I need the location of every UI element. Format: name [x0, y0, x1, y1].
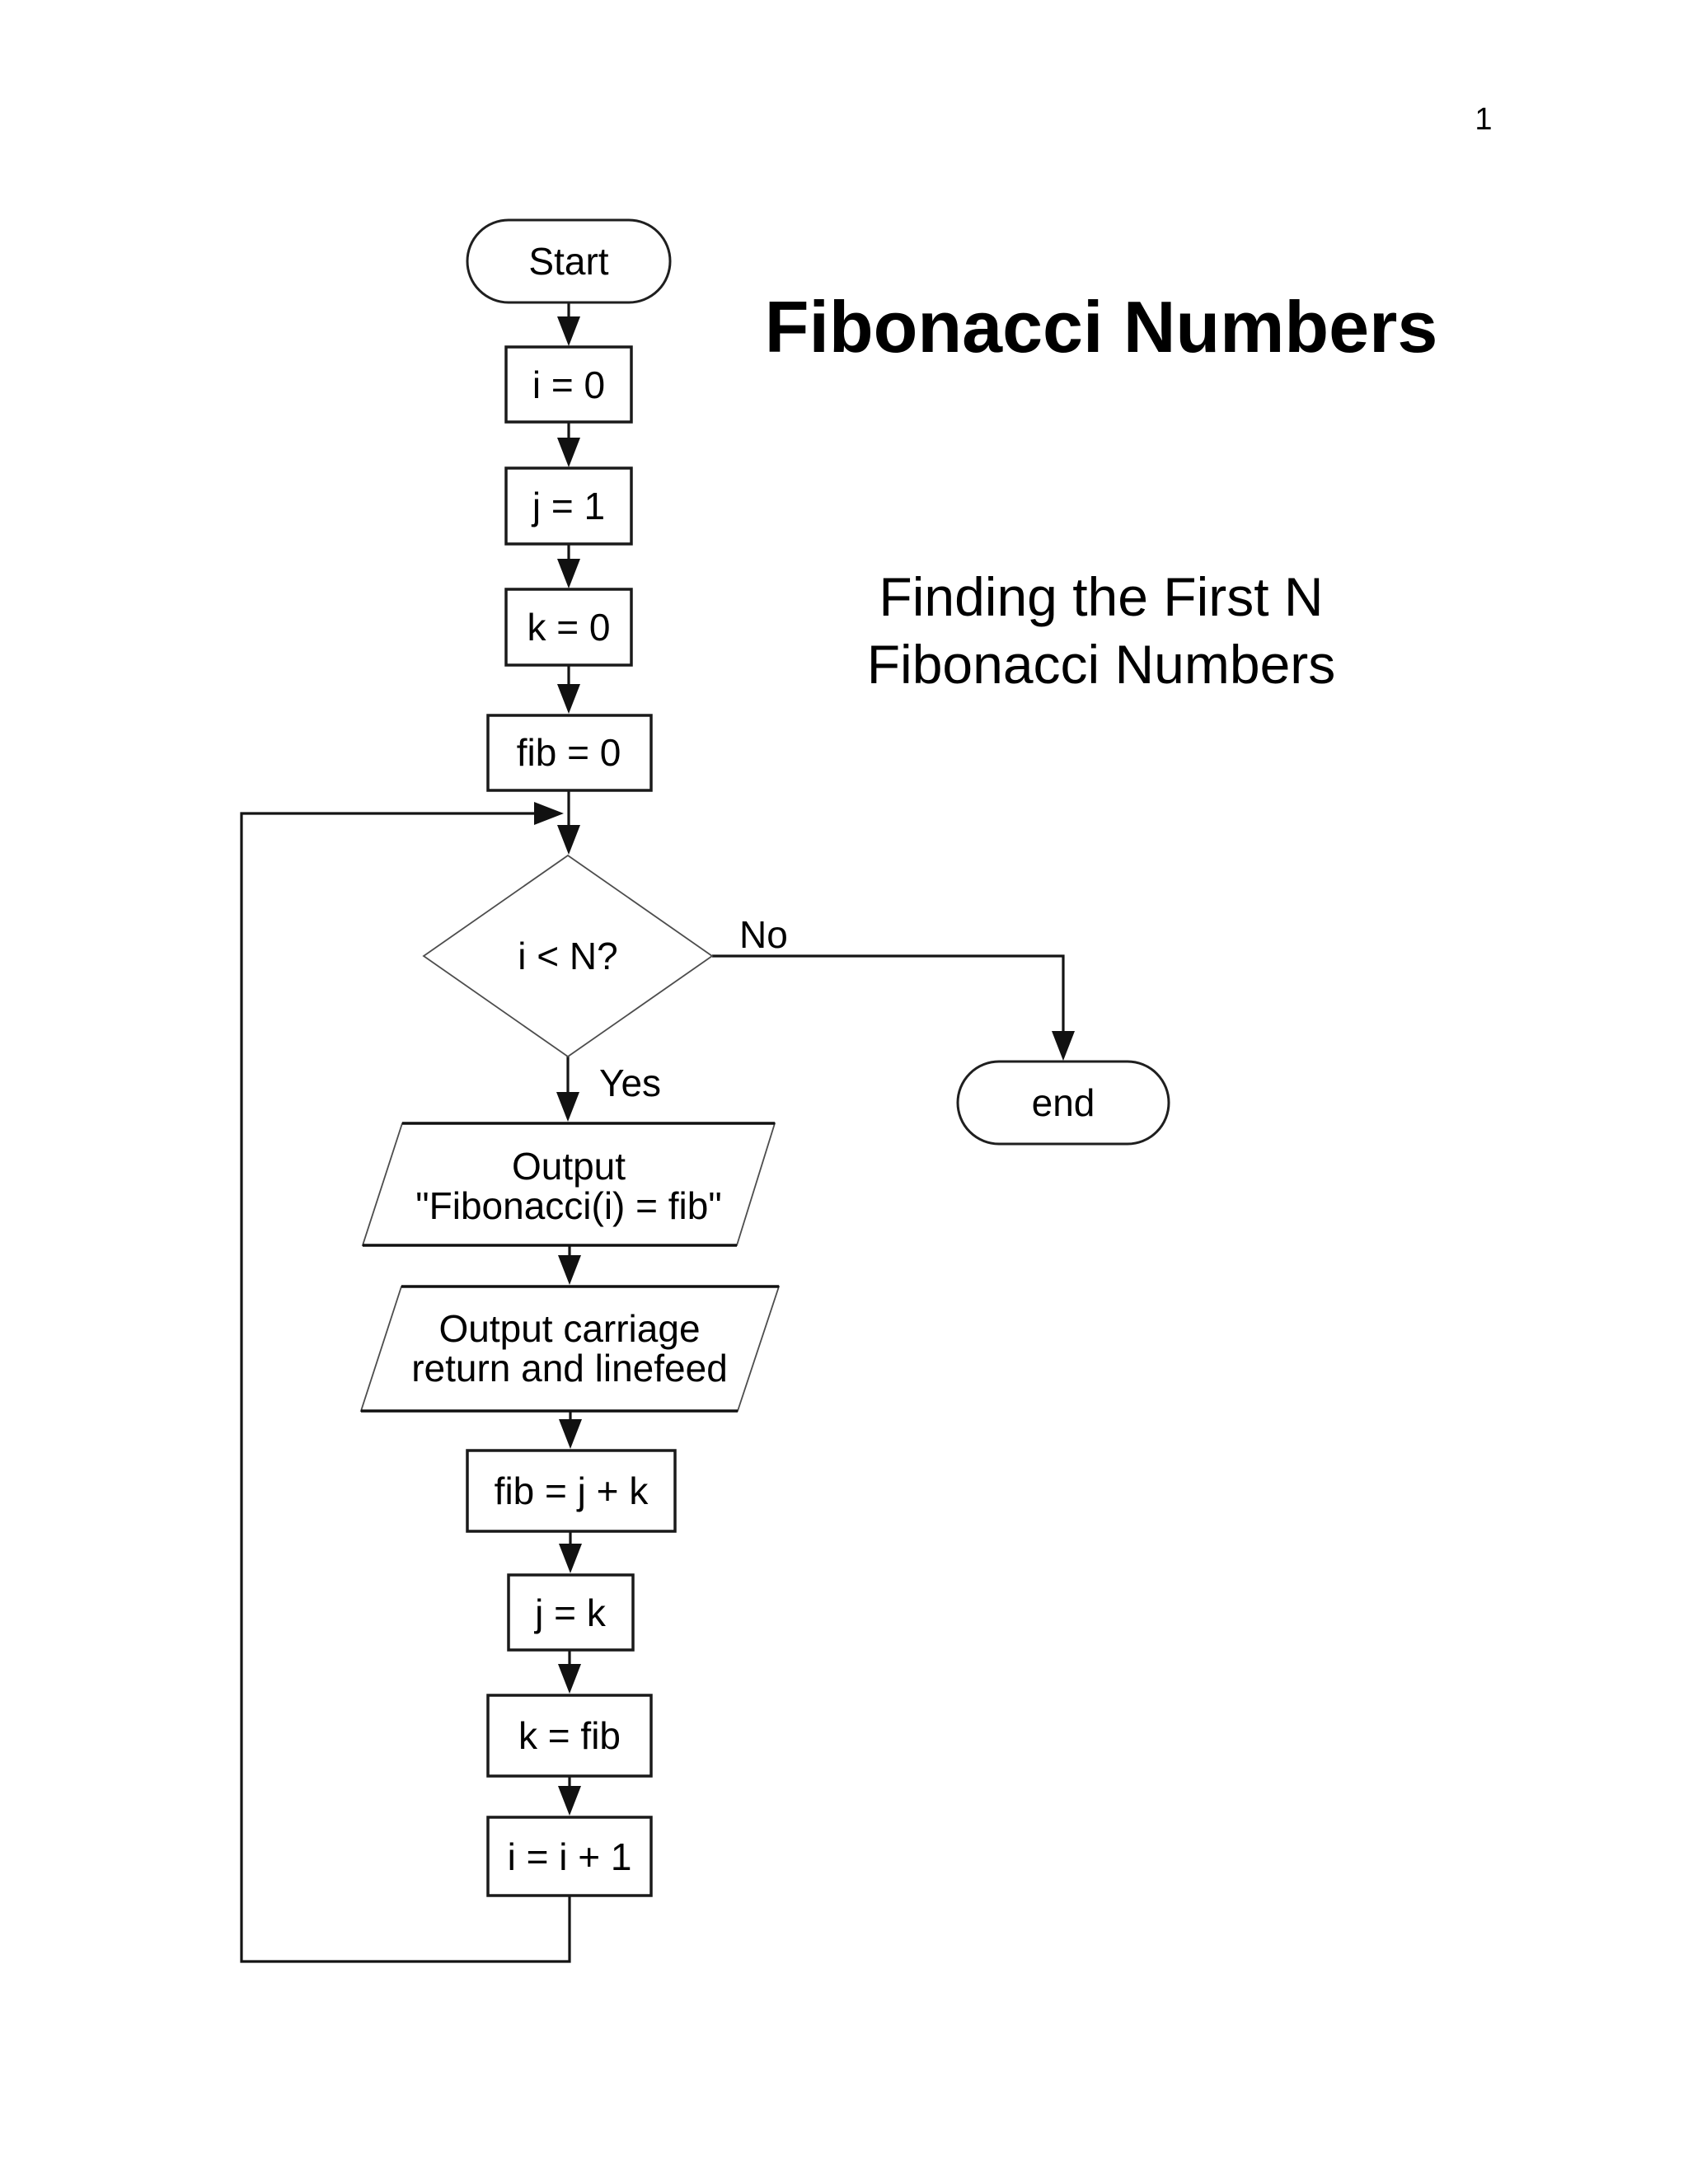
edge-label-no: No — [739, 913, 788, 956]
process-box — [504, 588, 633, 667]
process-box — [507, 1573, 635, 1652]
end-terminator-shape — [956, 1060, 1170, 1146]
arrowhead-icon — [558, 1664, 581, 1694]
node-end: end — [956, 1060, 1170, 1146]
process-box — [486, 714, 653, 792]
node-init-j: j = 1 — [504, 466, 633, 546]
arrowhead-icon — [558, 1255, 581, 1285]
node-init-k: k = 0 — [504, 588, 633, 667]
arrowhead-icon — [557, 316, 580, 346]
arrowhead-icon — [558, 1786, 581, 1816]
process-box — [466, 1449, 677, 1533]
node-init-fib: fib = 0 — [486, 714, 653, 792]
arrowhead-icon — [557, 825, 580, 855]
node-init-i: i = 0 — [504, 345, 633, 424]
node-increment-i: i = i + 1 — [486, 1816, 653, 1897]
arrowhead-icon — [559, 1419, 582, 1449]
page-subtitle-line1: Finding the First N — [879, 566, 1323, 627]
node-increment-i-label: i = i + 1 — [508, 1835, 632, 1878]
edge-loop-back — [240, 812, 571, 1963]
node-output-fib-line2: "Fibonacci(i) = fib" — [415, 1184, 721, 1227]
arrowhead-icon — [1052, 1031, 1075, 1061]
arrowhead-icon — [534, 802, 564, 825]
node-decision-i-lt-n: i < N? — [422, 854, 714, 1058]
node-output-fib-line1: Output — [512, 1145, 626, 1188]
node-end-label: end — [1032, 1081, 1095, 1124]
node-init-fib-label: fib = 0 — [517, 731, 621, 774]
node-output-crlf-line2: return and linefeed — [411, 1347, 728, 1390]
node-output-fibonacci: Output "Fibonacci(i) = fib" — [361, 1122, 776, 1247]
node-assign-k: k = fib — [486, 1694, 653, 1778]
node-decision-label: i < N? — [518, 935, 617, 977]
arrowhead-icon — [556, 1092, 579, 1122]
arrowhead-icon — [559, 1544, 582, 1573]
node-calc-fib: fib = j + k — [466, 1449, 677, 1533]
node-init-i-label: i = 0 — [532, 363, 605, 406]
node-assign-j-label: j = k — [533, 1591, 607, 1634]
arrowhead-icon — [557, 438, 580, 467]
start-terminator-shape — [466, 218, 672, 304]
node-init-j-label: j = 1 — [531, 485, 605, 527]
arrowhead-icon — [557, 684, 580, 714]
node-start-label: Start — [528, 240, 608, 283]
page-subtitle: Finding the First N Fibonacci Numbers — [867, 566, 1336, 695]
node-init-k-label: k = 0 — [527, 606, 610, 649]
node-assign-k-label: k = fib — [518, 1714, 621, 1757]
node-start: Start — [466, 218, 672, 304]
node-output-crlf: Output carriage return and linefeed — [359, 1285, 781, 1413]
node-calc-fib-label: fib = j + k — [495, 1469, 649, 1512]
node-output-crlf-line1: Output carriage — [438, 1307, 700, 1350]
edge-label-yes: Yes — [599, 1062, 661, 1104]
process-box — [504, 345, 633, 424]
flow-edges: No Yes — [240, 302, 1075, 1963]
process-box — [504, 466, 633, 546]
process-box — [486, 1694, 653, 1778]
decision-diamond-shape — [422, 854, 714, 1058]
page-subtitle-line2: Fibonacci Numbers — [867, 634, 1336, 695]
page-number: 1 — [1475, 102, 1492, 137]
page-title: Fibonacci Numbers — [765, 286, 1438, 368]
node-assign-j: j = k — [507, 1573, 635, 1652]
edge-no-branch — [712, 954, 1065, 1055]
process-box — [486, 1816, 653, 1897]
arrowhead-icon — [557, 559, 580, 588]
